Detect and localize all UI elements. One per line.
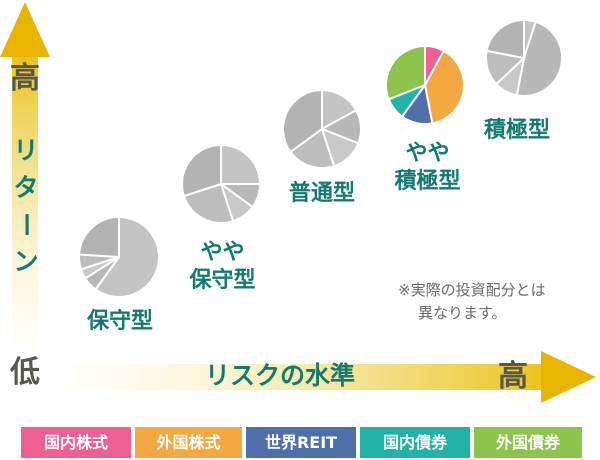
return-axis-label-char: リ: [13, 136, 39, 165]
pie-chart-balanced: [282, 88, 363, 169]
profile-label-balanced: 普通型: [272, 180, 372, 208]
return-axis-label-char: タ: [13, 173, 39, 202]
pie-chart-moderately-aggressive: [385, 44, 465, 125]
pie-slice-domestic-stocks: [94, 215, 160, 298]
profile-label-conservative: 保守型: [70, 308, 170, 336]
return-high-label: 高: [10, 61, 40, 96]
risk-axis-shaft: [70, 364, 545, 390]
profile-label-line: やや: [405, 141, 450, 166]
profile-label-line: 積極型: [483, 118, 550, 143]
legend-foreign-stocks: 外国株式: [135, 427, 242, 458]
pie-chart-conservative: [78, 215, 160, 298]
pie-slice-foreign-stocks: [515, 20, 563, 97]
profile-label-moderately-aggressive: やや積極型: [375, 140, 480, 195]
pie-slice-foreign-stocks: [423, 49, 465, 125]
pie-slice-foreign-bonds: [282, 88, 323, 154]
legend-global-reit: 世界REIT: [246, 427, 356, 458]
profile-label-line: 保守型: [86, 309, 153, 334]
return-low-label: 低: [10, 355, 40, 390]
pie-chart-aggressive: [485, 18, 563, 97]
profile-label-aggressive: 積極型: [472, 117, 562, 145]
legend-domestic-bonds: 国内債券: [360, 427, 470, 458]
profile-label-line: 普通型: [288, 181, 355, 206]
return-axis-label: リターン: [11, 136, 41, 286]
risk-axis-label: リスクの水準: [205, 361, 356, 390]
pie-slice-foreign-bonds: [181, 143, 222, 198]
legend-foreign-bonds: 外国債券: [474, 427, 582, 458]
pie-slice-domestic-bonds: [289, 127, 336, 169]
return-axis-label-char: ン: [13, 247, 39, 276]
pie-chart-moderately-conservative: [181, 143, 262, 224]
profile-label-moderately-conservative: やや保守型: [170, 239, 275, 294]
pie-slice-foreign-bonds: [78, 215, 120, 259]
return-axis-label-char: ー: [11, 211, 41, 237]
pie-slice-foreign-bonds: [385, 44, 426, 101]
note-line-1: ※実際の投資配分とは: [398, 281, 546, 299]
pie-slice-domestic-bonds: [182, 182, 235, 224]
pie-slice-domestic-stocks: [220, 143, 262, 185]
return-axis-arrowhead: [0, 2, 50, 57]
profile-label-line: 積極型: [394, 168, 461, 194]
note-line-2: 異なります。: [418, 303, 507, 322]
risk-high-label: 高: [498, 359, 528, 394]
pie-slice-foreign-bonds: [485, 18, 525, 60]
return-axis-shaft: [12, 55, 38, 345]
profile-label-line: 保守型: [189, 267, 256, 293]
profile-label-line: やや: [200, 240, 245, 265]
risk-axis-arrowhead: [541, 351, 596, 403]
legend-domestic-stocks: 国内株式: [21, 427, 131, 458]
allocation-note: ※実際の投資配分とは 異なります。: [398, 279, 546, 324]
